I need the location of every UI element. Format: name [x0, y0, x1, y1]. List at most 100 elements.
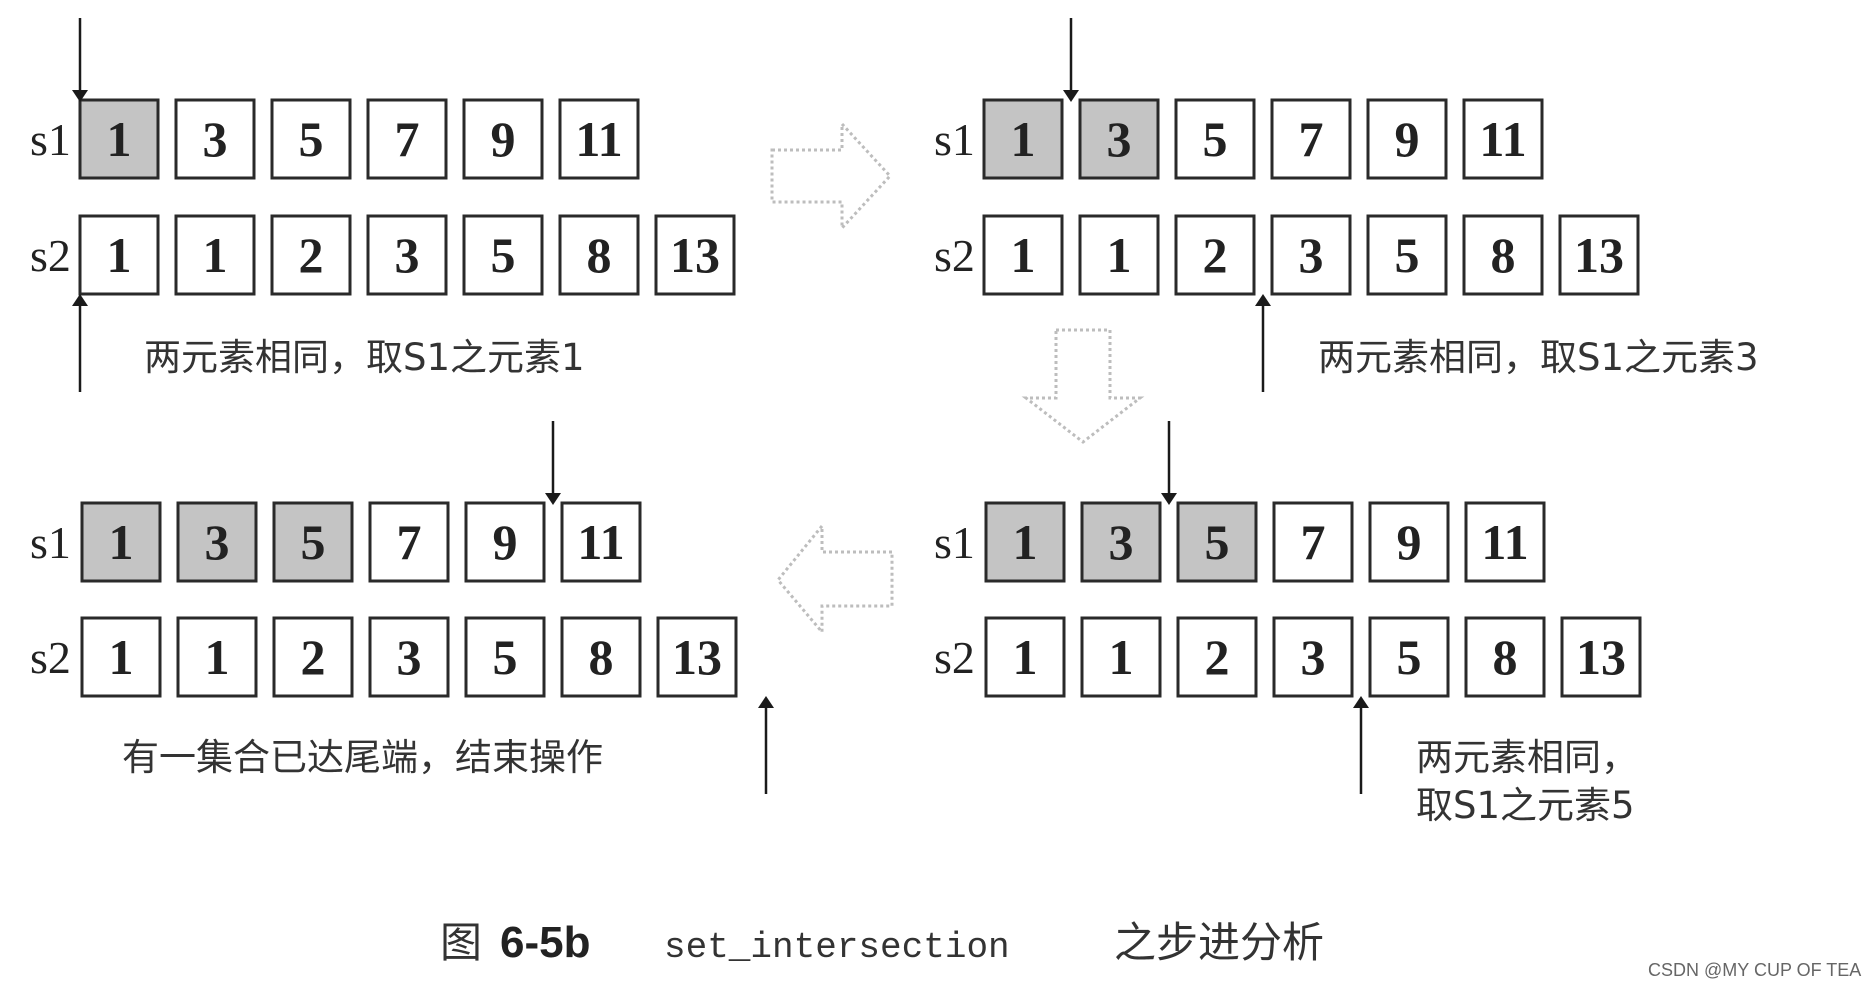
s2-cell-value: 13 — [672, 629, 722, 685]
s2-cell-value: 1 — [107, 227, 132, 283]
s1-cell-value: 5 — [301, 514, 326, 570]
s2-cell — [1462, 214, 1544, 296]
s2-cell-value: 1 — [1109, 629, 1134, 685]
s2-cell-value: 8 — [1491, 227, 1516, 283]
s2-cell-value: 3 — [1301, 629, 1326, 685]
s1-cell — [560, 501, 642, 583]
s1-cell-value: 5 — [1205, 514, 1230, 570]
s2-cell — [982, 214, 1064, 296]
s1-cell-value: 11 — [575, 111, 622, 167]
s1-cell-value: 7 — [397, 514, 422, 570]
s1-cell — [78, 98, 160, 180]
s2-cell — [1176, 616, 1258, 698]
s2-cell-value: 2 — [301, 629, 326, 685]
s2-cell — [560, 616, 642, 698]
s1-cell-value: 9 — [1395, 111, 1420, 167]
s2-cell — [1366, 214, 1448, 296]
s1-cell — [1272, 501, 1354, 583]
s1-cell — [1368, 501, 1450, 583]
s2-cell — [366, 214, 448, 296]
s1-label: s1 — [30, 114, 71, 165]
s2-cell — [1078, 214, 1160, 296]
s2-cell — [1560, 616, 1642, 698]
s1-cell-value: 3 — [1109, 514, 1134, 570]
s1-cell-value: 7 — [395, 111, 420, 167]
s1-cell-value: 5 — [1203, 111, 1228, 167]
s1-cell-value: 7 — [1299, 111, 1324, 167]
s1-cell-value: 1 — [107, 111, 132, 167]
s1-cell-value: 11 — [1481, 514, 1528, 570]
s1-cell — [1366, 98, 1448, 180]
s2-cell — [80, 616, 162, 698]
s1-label: s1 — [30, 517, 71, 568]
s1-cell — [1464, 501, 1546, 583]
s2-cell-value: 3 — [397, 629, 422, 685]
s1-cell — [80, 501, 162, 583]
s1-cell — [366, 98, 448, 180]
s2-cell — [984, 616, 1066, 698]
s2-cell-value: 8 — [1493, 629, 1518, 685]
s1-cell — [1270, 98, 1352, 180]
s2-cell — [1558, 214, 1640, 296]
s2-cell — [78, 214, 160, 296]
s2-cell-value: 1 — [205, 629, 230, 685]
step-left-arrow-icon — [776, 521, 894, 637]
s2-cell-value: 2 — [299, 227, 324, 283]
s1-cell — [1174, 98, 1256, 180]
s1-cell-value: 11 — [577, 514, 624, 570]
s2-cell-value: 2 — [1205, 629, 1230, 685]
caption-number: 6-5b — [500, 918, 590, 967]
s1-cell-value: 5 — [299, 111, 324, 167]
s2-cell-value: 13 — [1574, 227, 1624, 283]
s2-cell — [1368, 616, 1450, 698]
caption-prefix: 图 — [440, 918, 482, 967]
caption-code: set_intersection — [664, 927, 1010, 968]
s2-cell-value: 8 — [587, 227, 612, 283]
s2-cell-value: 5 — [491, 227, 516, 283]
s2-cell-value: 13 — [1576, 629, 1626, 685]
step-down-arrow-icon — [1021, 328, 1145, 444]
s1-cell-value: 3 — [205, 514, 230, 570]
s1-cell-value: 11 — [1479, 111, 1526, 167]
watermark: CSDN @MY CUP OF TEA — [1648, 960, 1861, 980]
s1-cell-value: 9 — [493, 514, 518, 570]
s2-cell-value: 1 — [1011, 227, 1036, 283]
step-note: 两元素相同，取S1之元素3 — [1318, 336, 1759, 379]
s2-cell — [272, 616, 354, 698]
s2-cell — [1174, 214, 1256, 296]
s2-cell-value: 1 — [109, 629, 134, 685]
s1-cell — [272, 501, 354, 583]
s1-cell — [1462, 98, 1544, 180]
step-note: 两元素相同， — [1416, 736, 1638, 779]
s2-cell-value: 5 — [1395, 227, 1420, 283]
s2-label: s2 — [30, 230, 71, 281]
s1-cell — [368, 501, 450, 583]
s2-cell — [462, 214, 544, 296]
s2-cell-value: 3 — [1299, 227, 1324, 283]
figure-caption: 图 6-5b set_intersection 之步进分析 — [440, 918, 1324, 968]
s2-cell — [1270, 214, 1352, 296]
s2-cell-value: 8 — [589, 629, 614, 685]
caption-suffix: 之步进分析 — [1114, 918, 1324, 967]
s2-cell — [174, 214, 256, 296]
s2-cell-value: 13 — [670, 227, 720, 283]
s1-cell — [1080, 501, 1162, 583]
step-note: 有一集合已达尾端，结束操作 — [122, 736, 603, 779]
s2-cell — [1080, 616, 1162, 698]
s1-cell — [1078, 98, 1160, 180]
s1-cell-value: 1 — [109, 514, 134, 570]
s2-cell — [464, 616, 546, 698]
s1-cell-value: 1 — [1013, 514, 1038, 570]
s1-cell-value: 9 — [1397, 514, 1422, 570]
s2-cell-value: 5 — [1397, 629, 1422, 685]
s1-cell-value: 7 — [1301, 514, 1326, 570]
s2-cell-value: 2 — [1203, 227, 1228, 283]
s2-cell — [558, 214, 640, 296]
s1-cell — [270, 98, 352, 180]
s2-cell — [270, 214, 352, 296]
s2-label: s2 — [934, 230, 975, 281]
s2-label: s2 — [30, 632, 71, 683]
